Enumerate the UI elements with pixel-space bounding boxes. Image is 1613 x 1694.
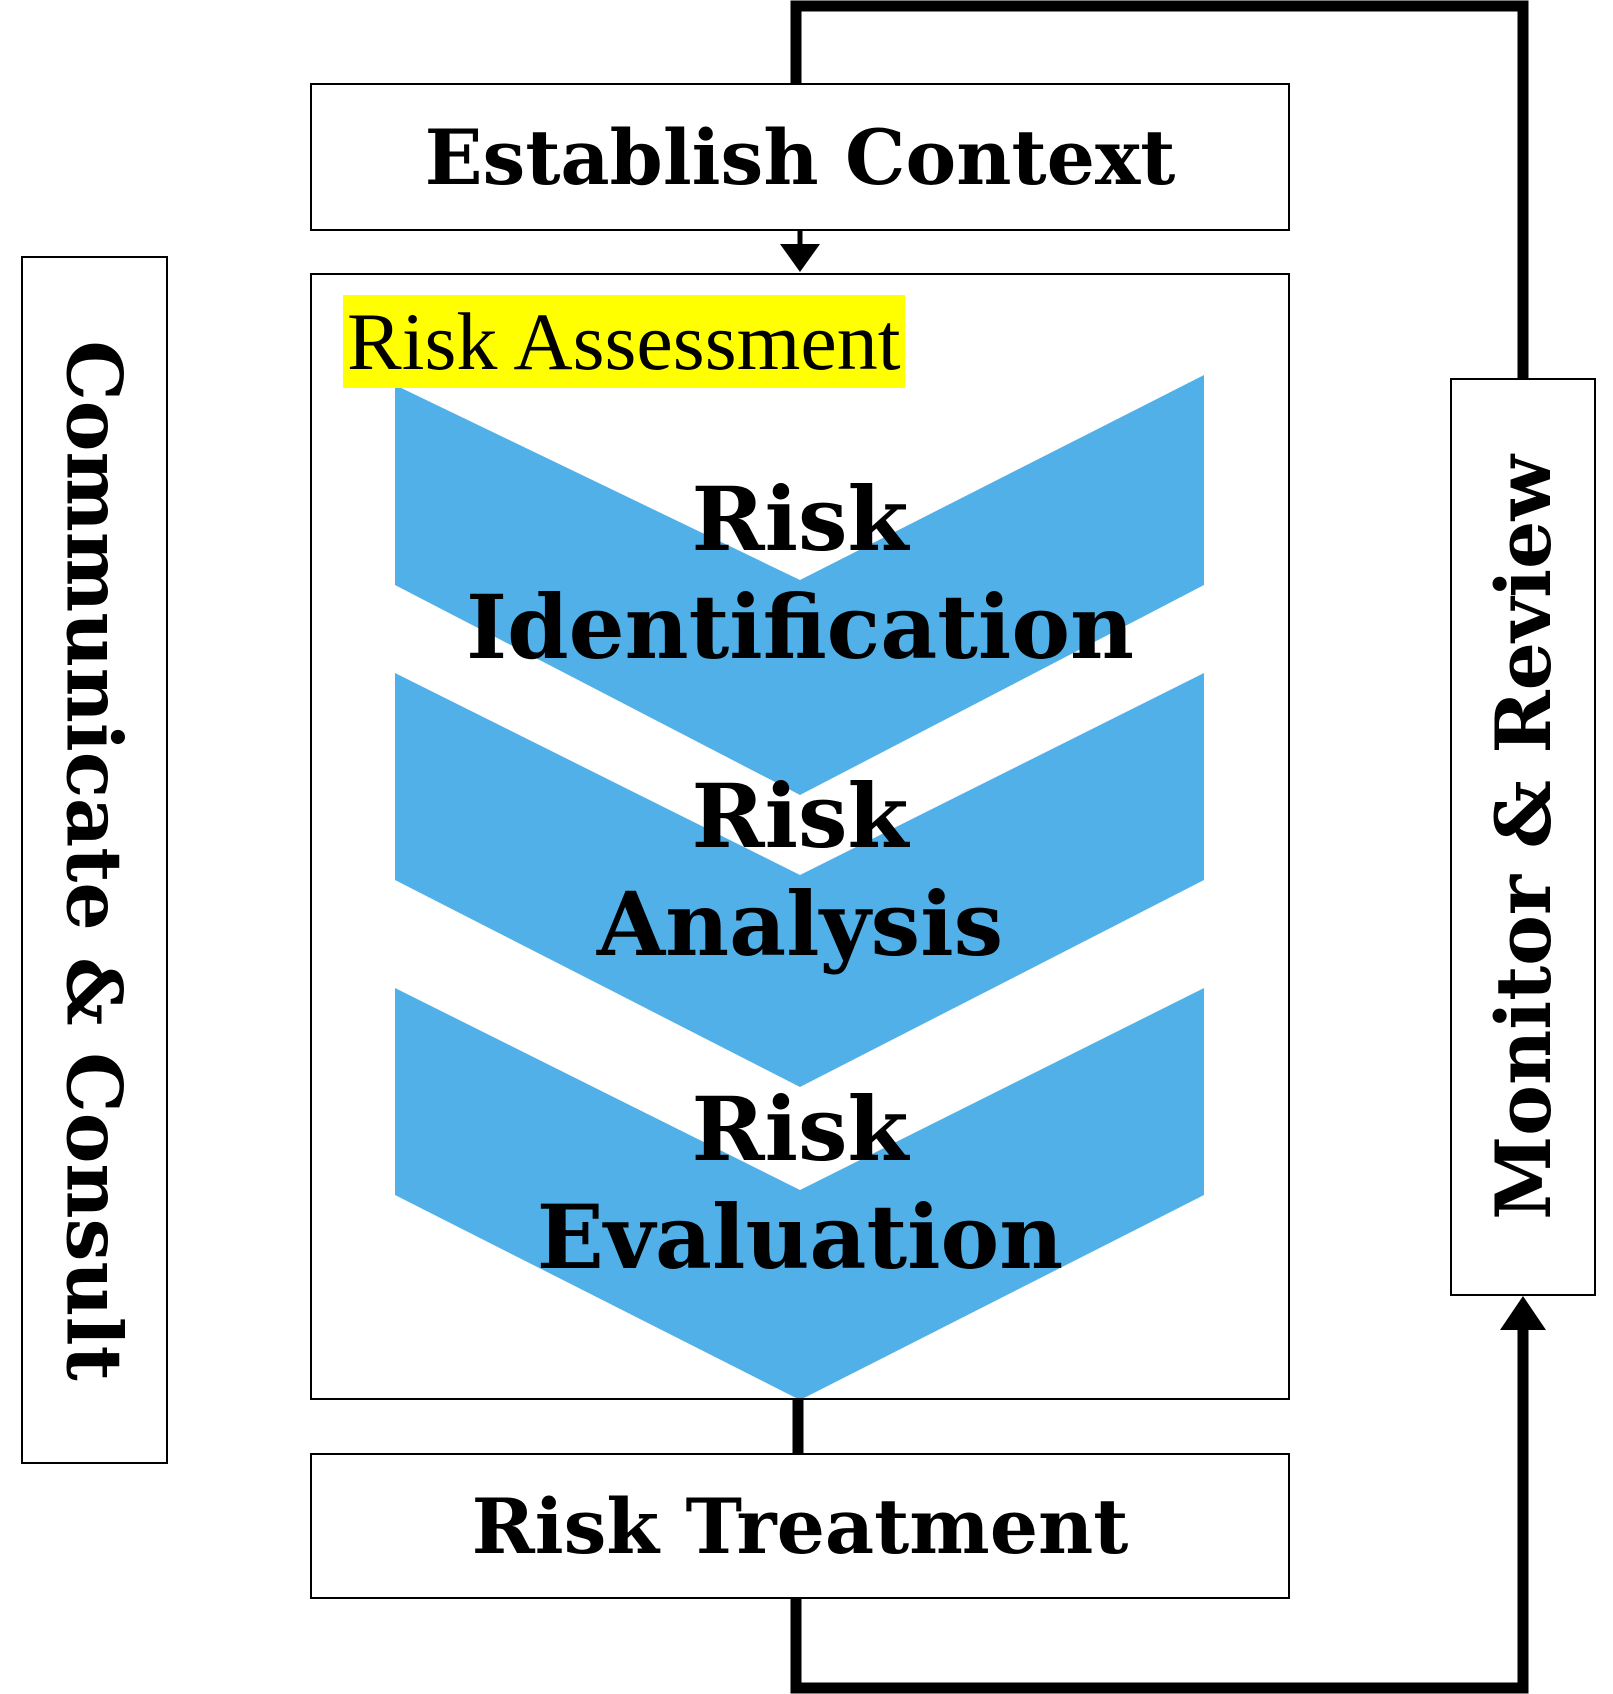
step-2-line-1: Risk (691, 764, 909, 868)
chevron-risk-analysis (395, 673, 1204, 1087)
risk-assessment-frame (310, 273, 1290, 1400)
step-3-line-2: Evaluation (536, 1185, 1064, 1289)
chevron-risk-evaluation (395, 988, 1204, 1400)
risk-evaluation-label: Risk Evaluation (400, 1075, 1200, 1291)
monitor-review-wrapper: Monitor & Review (1452, 380, 1594, 1294)
risk-assessment-heading: Risk Assessment (343, 295, 905, 388)
communicate-consult-wrapper: Communicate & Consult (23, 258, 166, 1462)
establish-context-box: Establish Context (310, 83, 1290, 231)
communicate-consult-box: Communicate & Consult (21, 256, 168, 1464)
step-1-line-2: Identification (465, 575, 1135, 679)
feedback-loop-line (790, 0, 1529, 378)
risk-treatment-label: Risk Treatment (471, 1481, 1129, 1571)
communicate-consult-label: Communicate & Consult (50, 339, 139, 1381)
arrowhead-up (1500, 1296, 1546, 1330)
arrowhead-down (780, 244, 820, 272)
monitor-review-label: Monitor & Review (1478, 454, 1568, 1220)
risk-identification-label: Risk Identification (400, 465, 1200, 681)
step-2-line-2: Analysis (596, 872, 1004, 976)
chevron-risk-identification (395, 375, 1204, 795)
treatment-to-monitor-line (790, 1325, 1529, 1694)
establish-context-label: Establish Context (424, 112, 1176, 202)
step-1-line-1: Risk (691, 467, 909, 571)
risk-analysis-label: Risk Analysis (400, 762, 1200, 978)
risk-treatment-box: Risk Treatment (310, 1453, 1290, 1599)
monitor-review-box: Monitor & Review (1450, 378, 1596, 1296)
step-3-line-1: Risk (691, 1077, 909, 1181)
